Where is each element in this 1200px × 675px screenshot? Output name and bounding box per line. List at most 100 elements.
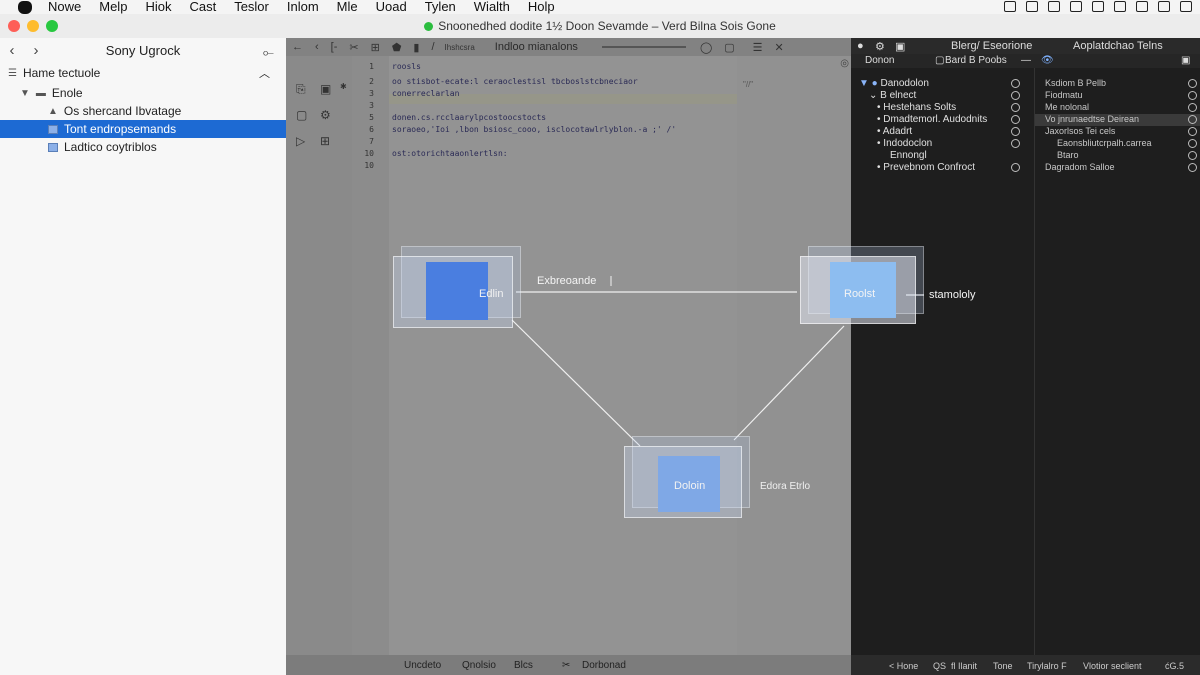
menu-item-10[interactable]: Wialth [473,0,510,14]
tree-row[interactable]: • Prevebnom Confroct [851,162,1034,174]
prop-row[interactable]: Btaro [1035,150,1200,162]
back-chevron-icon[interactable]: ‹ [9,41,15,59]
circle-icon[interactable] [1188,103,1197,112]
control-center-icon[interactable] [1070,1,1082,12]
tree-row[interactable]: • Hestehans Solts [851,102,1034,114]
play-icon[interactable]: ▷ [296,134,306,148]
close-window-button[interactable] [8,20,20,32]
apple-logo-icon[interactable] [18,0,32,14]
circle-icon[interactable] [1188,151,1197,160]
status-item[interactable]: Uncdeto [404,660,442,671]
display-icon[interactable] [1114,1,1126,12]
gear-icon[interactable]: ⚙ [320,108,331,122]
panel-toggle-icon[interactable]: ▣ [1181,55,1191,66]
circle-icon[interactable] [1011,103,1020,112]
menu-item-11[interactable]: Holp [527,0,555,14]
notification-icon[interactable] [1180,1,1192,12]
menu-item-4[interactable]: Cast [189,0,217,14]
circle-icon[interactable] [1011,79,1020,88]
status-item[interactable]: < Hone [889,661,919,671]
diagram-node-roolst[interactable]: Roolst [800,246,924,324]
sidebar-item[interactable]: ▲ Os shercand Ibvatage [0,102,286,120]
sidebar-item[interactable]: Ladtico coytriblos [0,138,286,156]
status-item[interactable]: Qnolsio [462,660,496,671]
menu-item-2[interactable]: Melp [99,0,128,14]
tree-row[interactable]: ▼ ● Danodolon [851,78,1034,90]
lock-icon[interactable]: ▮ [413,41,420,54]
code-area[interactable]: roosls oo stisbot-ecate:l ceraoclestisl … [389,56,738,655]
minimize-window-button[interactable] [27,20,39,32]
menu-item-7[interactable]: Mle [336,0,358,14]
tools-icon[interactable]: ✂ [349,41,359,54]
minimap-toggle-icon[interactable]: ◎ [840,58,849,69]
wifi-icon[interactable] [1048,1,1060,12]
bracket-icon[interactable]: [- [330,41,338,53]
circle-icon[interactable] [1188,139,1197,148]
forward-chevron-icon[interactable]: › [33,41,39,59]
status-item[interactable]: Dorbonad [582,660,626,671]
window-icon[interactable] [1136,1,1148,12]
circle-icon[interactable] [1188,115,1197,124]
zoom-window-button[interactable] [46,20,58,32]
tree-row[interactable]: • Dmadtemorl. Audodnits [851,114,1034,126]
collapse-chevron-icon[interactable]: ︿ [259,68,270,80]
tree-row[interactable]: • Adadrt [851,126,1034,138]
tab-donon[interactable]: Donon [865,55,895,66]
grid-icon[interactable]: ⊞ [370,41,380,54]
expand-icon[interactable]: ▼ ● [859,78,878,89]
close-icon[interactable]: ✕ [774,41,784,54]
menu-item-5[interactable]: Teslor [234,0,269,14]
eye-icon[interactable]: 👁 [1041,55,1054,66]
status-item[interactable]: QS [933,661,947,671]
circle-icon[interactable] [1011,115,1020,124]
layout-icon[interactable] [1158,1,1170,12]
prop-row[interactable]: Ksdiom B Pellb [1035,78,1200,90]
chevron-left-icon[interactable]: ‹ [315,41,319,53]
sidebar-group[interactable]: ▼ ▬ Enole [0,84,286,102]
circle-icon[interactable] [1188,91,1197,100]
circle-icon[interactable] [1011,163,1020,172]
circle-icon[interactable] [1188,127,1197,136]
status-item[interactable]: fl Ilanit [951,661,978,671]
doc-icon[interactable]: ⎘ [296,82,306,96]
list-icon[interactable] [1092,1,1104,12]
sidebar-section[interactable]: ☰ Hame tectuole ︿ [0,62,286,84]
status-item[interactable]: Vlotior seclient [1083,661,1142,671]
square-icon[interactable]: ▢ [724,41,735,54]
grid-view-icon[interactable]: ⊞ [320,134,331,148]
shield-icon[interactable]: ⬟ [391,41,402,54]
code-line[interactable]: ost:otorichtaaonlertlsn: [392,149,508,158]
screen-icon[interactable] [1004,1,1016,12]
record-circle-icon[interactable]: ◯ [699,41,713,54]
settings-icon[interactable]: ⚙ [875,41,885,53]
tab-bard-poobs[interactable]: Bard B Poobs [945,55,1007,66]
page-icon[interactable]: ▢ [296,108,308,122]
diagram-node-doloin[interactable]: Doloin [624,436,750,518]
code-line[interactable]: soraoeo,'Ioi ,lbon bsiosc_cooo, isclocot… [392,125,677,134]
menu-item-3[interactable]: Hiok [145,0,172,14]
tree-row[interactable]: ⌄ B elnect [851,90,1034,102]
battery-icon[interactable] [1026,1,1038,12]
prop-row[interactable]: Jaxorlsos Tei cels [1035,126,1200,138]
tree-row[interactable]: Ennongl [851,150,1034,162]
prop-row[interactable]: Dagradom Salloe [1035,162,1200,174]
prop-row-highlighted[interactable]: Vo jnrunaedtse Deirean [1035,114,1200,126]
code-line[interactable]: conerreclarlan [392,89,460,98]
code-line[interactable]: donen.cs.rcclaarylpcostoocstocts [392,113,547,122]
diagram-node-edlin[interactable]: Edlin [393,246,521,328]
tools-icon[interactable]: ✂ [562,660,571,671]
back-arrow-icon[interactable]: ← [292,41,303,53]
circle-icon[interactable] [1188,79,1197,88]
status-item[interactable]: ćG.5 [1165,661,1185,671]
circle-icon[interactable] [1188,163,1197,172]
prop-row[interactable]: Me nolonal [1035,102,1200,114]
code-line[interactable]: oo stisbot-ecate:l ceraoclestisl tbcbosl… [392,77,638,86]
circle-icon[interactable] [1011,127,1020,136]
status-item[interactable]: Tirylalro F [1027,661,1067,671]
library-icon[interactable]: ▣ [895,41,906,53]
menu-item-1[interactable]: Nowe [48,0,82,14]
circle-icon[interactable] [1011,91,1020,100]
menu-item-6[interactable]: Inlom [286,0,319,14]
circle-icon[interactable] [1011,139,1020,148]
sidebar-item-selected[interactable]: Tont endropsemands [0,120,286,138]
